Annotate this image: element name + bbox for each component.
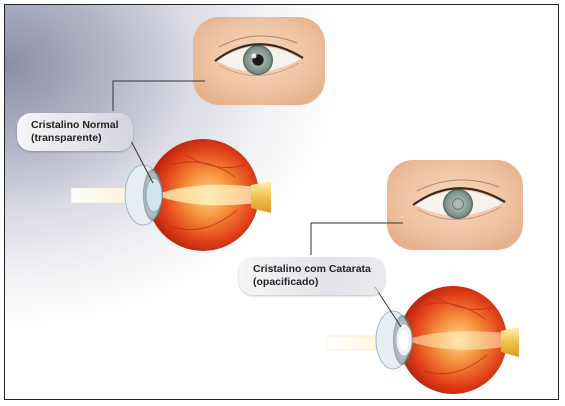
label-cataract-line1: Cristalino com Catarata: [253, 263, 371, 275]
label-cataract-line2: (opacificado): [253, 276, 319, 288]
eyeball-cross-section-cataract: [326, 286, 519, 394]
label-normal-line1: Cristalino Normal: [31, 119, 119, 131]
connector-normal-top: [112, 80, 205, 111]
eye-photo-cataract: [387, 160, 523, 250]
label-cataract-lens: Cristalino com Catarata (opacificado): [239, 257, 385, 295]
diagram-frame: Cristalino Normal (transparente) Cristal…: [4, 4, 559, 400]
connector-cataract-lens: [374, 286, 402, 328]
label-normal-lens: Cristalino Normal (transparente): [17, 113, 133, 151]
diagram-canvas: [70, 17, 523, 394]
label-normal-line2: (transparente): [31, 132, 102, 144]
connector-normal-lens: [130, 140, 154, 184]
eyeball-cross-section-normal: [70, 139, 271, 251]
connector-cataract-top: [310, 222, 403, 255]
eye-photo-normal: [193, 17, 325, 105]
